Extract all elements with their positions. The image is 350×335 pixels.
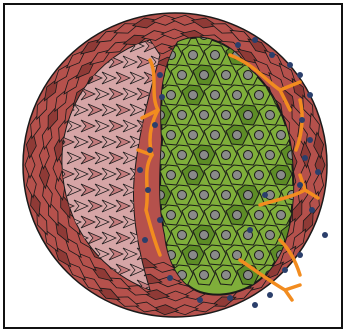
cell-nucleus <box>255 171 264 180</box>
dark-dot <box>167 275 173 281</box>
cell-nucleus <box>167 171 176 180</box>
cell-nucleus <box>189 51 198 60</box>
cell-nucleus <box>233 251 242 260</box>
cell-nucleus <box>288 271 297 280</box>
cell-nucleus <box>222 71 231 80</box>
cell-nucleus <box>178 151 187 160</box>
dark-dot <box>307 137 313 143</box>
dark-dot <box>142 237 148 243</box>
dark-dot <box>297 182 303 188</box>
dark-dot <box>147 147 153 153</box>
dark-dot <box>235 42 241 48</box>
cell-nucleus <box>222 151 231 160</box>
dark-dot <box>322 232 328 238</box>
cell-nucleus <box>189 131 198 140</box>
dark-dot <box>145 187 151 193</box>
dark-dot <box>157 72 163 78</box>
cell-nucleus <box>255 211 264 220</box>
cell-nucleus <box>244 151 253 160</box>
cell-nucleus <box>244 71 253 80</box>
cell-nucleus <box>266 31 275 40</box>
dark-dot <box>297 72 303 78</box>
cell-nucleus <box>200 271 209 280</box>
cell-nucleus <box>277 171 286 180</box>
dark-dot <box>137 167 143 173</box>
dark-dot <box>269 52 275 58</box>
dark-dot <box>282 267 288 273</box>
dark-dot <box>197 297 203 303</box>
cell-nucleus <box>200 191 209 200</box>
cell-nucleus <box>266 151 275 160</box>
cell-nucleus <box>222 191 231 200</box>
cell-nucleus <box>211 171 220 180</box>
cell-nucleus <box>222 231 231 240</box>
dark-dot <box>309 207 315 213</box>
dark-dot <box>287 62 293 68</box>
dark-dot <box>297 252 303 258</box>
inner-wall-scale <box>60 40 74 52</box>
cell-nucleus <box>233 211 242 220</box>
cell-nucleus <box>299 51 308 60</box>
dark-dot <box>267 292 273 298</box>
cell-nucleus <box>178 231 187 240</box>
dark-dot <box>247 227 253 233</box>
dark-dot <box>157 217 163 223</box>
cell-nucleus <box>277 131 286 140</box>
dark-dot <box>307 92 313 98</box>
cell-nucleus <box>178 71 187 80</box>
cell-nucleus <box>200 71 209 80</box>
cell-nucleus <box>255 131 264 140</box>
dark-dot <box>227 295 233 301</box>
cell-nucleus <box>288 31 297 40</box>
cell-nucleus <box>255 91 264 100</box>
cell-nucleus <box>189 91 198 100</box>
cell-nucleus <box>189 211 198 220</box>
cell-nucleus <box>211 131 220 140</box>
cell-nucleus <box>200 231 209 240</box>
dark-dot <box>302 155 308 161</box>
cell-nucleus <box>200 111 209 120</box>
cell-nucleus <box>211 251 220 260</box>
cell-nucleus <box>200 151 209 160</box>
dark-dot <box>152 122 158 128</box>
cell-nucleus <box>266 111 275 120</box>
cell-nucleus <box>244 271 253 280</box>
cell-nucleus <box>167 211 176 220</box>
cell-nucleus <box>189 251 198 260</box>
cell-nucleus <box>222 111 231 120</box>
cell-nucleus <box>233 91 242 100</box>
cell-nucleus <box>189 171 198 180</box>
cell-nucleus <box>178 111 187 120</box>
cell-nucleus <box>244 111 253 120</box>
cell-nucleus <box>233 131 242 140</box>
cell-nucleus <box>277 211 286 220</box>
hepatocyte-cell <box>281 25 303 45</box>
dark-dot <box>262 192 268 198</box>
dark-dot <box>159 94 165 100</box>
cell-nucleus <box>222 271 231 280</box>
dark-dot <box>299 117 305 123</box>
dark-dot <box>252 302 258 308</box>
cell-nucleus <box>211 211 220 220</box>
hepatocyte-cell <box>292 45 314 65</box>
cell-nucleus <box>255 251 264 260</box>
dark-dot <box>315 169 321 175</box>
cell-nucleus <box>167 91 176 100</box>
cell-nucleus <box>178 191 187 200</box>
cell-nucleus <box>244 191 253 200</box>
cell-nucleus <box>211 51 220 60</box>
cell-nucleus <box>167 131 176 140</box>
cell-nucleus <box>266 231 275 240</box>
cell-nucleus <box>233 171 242 180</box>
cell-nucleus <box>211 91 220 100</box>
dark-dot <box>252 37 258 43</box>
